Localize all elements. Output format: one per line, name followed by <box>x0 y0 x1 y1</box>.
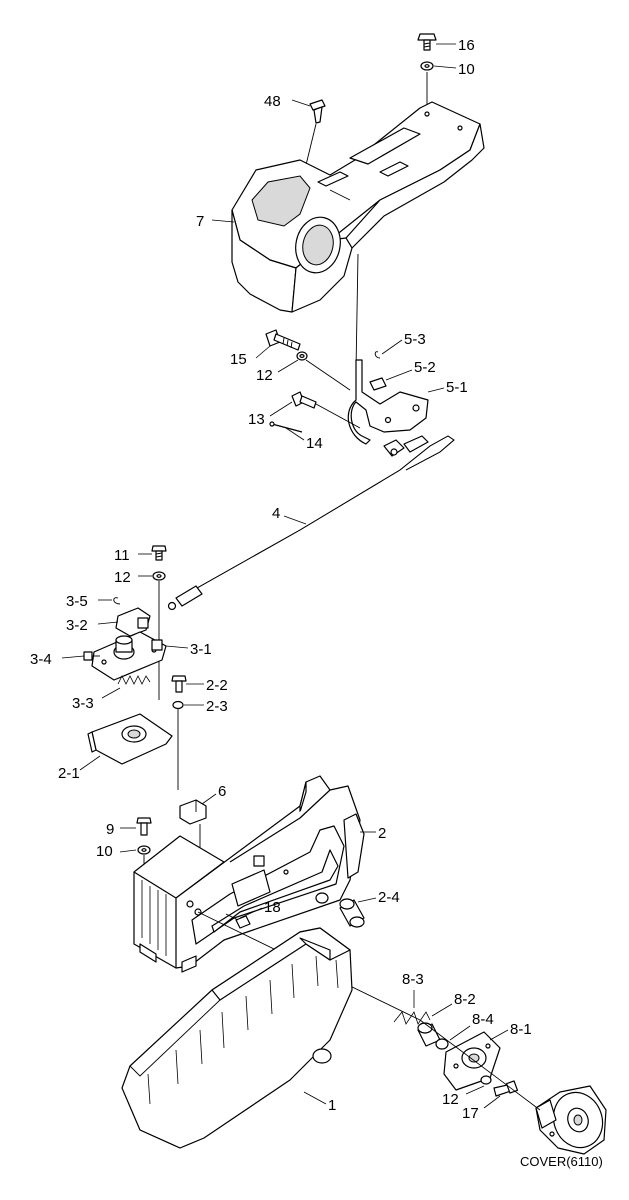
callout-8-2: 8-2 <box>454 991 476 1008</box>
part-48-screw <box>309 99 326 124</box>
callout-3-4: 3-4 <box>30 651 52 668</box>
part-3-1-switch-plate <box>91 631 167 681</box>
part-12-washer-left <box>152 571 166 581</box>
part-2-4-bushing <box>339 898 365 928</box>
callout-4: 4 <box>272 505 280 522</box>
part-17-screw <box>493 1080 519 1097</box>
callout-48: 48 <box>264 93 281 110</box>
callout-9: 9 <box>106 821 114 838</box>
part-8-1-flange <box>443 1031 501 1091</box>
part-13-pin <box>291 391 317 409</box>
knob-handle <box>535 1085 607 1155</box>
part-2-1-mount-plate <box>87 713 173 765</box>
part-2-2-screw <box>171 675 187 693</box>
part-3-2-bracket <box>115 607 151 637</box>
callout-3-5: 3-5 <box>66 593 88 610</box>
callout-3-3: 3-3 <box>72 695 94 712</box>
callout-8-3: 8-3 <box>402 971 424 988</box>
callout-2-4: 2-4 <box>378 889 400 906</box>
part-4-control-rod <box>167 435 455 611</box>
callout-15: 15 <box>230 351 247 368</box>
callout-17: 17 <box>462 1105 479 1122</box>
part-6-switch <box>179 799 207 825</box>
callout-2-1: 2-1 <box>58 765 80 782</box>
callout-16: 16 <box>458 37 475 54</box>
callout-5-1: 5-1 <box>446 379 468 396</box>
part-11-screw <box>151 545 167 561</box>
part-9-screw <box>136 817 152 836</box>
callout-12-knob: 12 <box>442 1091 459 1108</box>
callout-12-upper: 12 <box>256 367 273 384</box>
callout-1: 1 <box>328 1097 336 1114</box>
callout-6: 6 <box>218 783 226 800</box>
part-7-console-cover <box>231 101 485 313</box>
part-12-washer-knob <box>480 1075 492 1085</box>
callout-13: 13 <box>248 411 265 428</box>
callout-10-top: 10 <box>458 61 475 78</box>
part-3-5-clip <box>113 597 121 605</box>
part-15-bolt <box>265 329 301 351</box>
part-5-3-clip <box>374 339 403 359</box>
callout-5-2: 5-2 <box>414 359 436 376</box>
part-12-washer-upper <box>296 351 308 361</box>
part-2-main-frame <box>133 775 365 973</box>
part-10-washer-top <box>420 61 434 71</box>
callout-7: 7 <box>196 213 204 230</box>
part-2-3-washer <box>172 700 184 710</box>
callout-18: 18 <box>264 899 281 916</box>
part-10-washer-lower <box>137 845 151 855</box>
callout-11: 11 <box>114 547 130 564</box>
part-18-screw <box>225 913 251 929</box>
callout-10-lower: 10 <box>96 843 113 860</box>
part-8-4-bushing <box>435 1038 449 1050</box>
callout-12-left: 12 <box>114 569 131 586</box>
callout-8-1: 8-1 <box>510 1021 532 1038</box>
callout-2-2: 2-2 <box>206 677 228 694</box>
diagram-caption: COVER(6110) <box>520 1154 603 1169</box>
callout-5-3: 5-3 <box>404 331 426 348</box>
callout-3-2: 3-2 <box>66 617 88 634</box>
part-1-lower-cover <box>121 927 353 1149</box>
callout-8-4: 8-4 <box>472 1011 494 1028</box>
part-3-3-spring <box>117 675 151 685</box>
part-8-3-spring <box>393 1011 431 1025</box>
part-16-screw <box>417 33 437 51</box>
callout-14: 14 <box>306 435 323 452</box>
part-14-pin <box>269 421 303 433</box>
callout-2: 2 <box>378 825 386 842</box>
part-5-2-pin <box>369 377 387 391</box>
callout-2-3: 2-3 <box>206 698 228 715</box>
callout-3-1: 3-1 <box>190 641 212 658</box>
